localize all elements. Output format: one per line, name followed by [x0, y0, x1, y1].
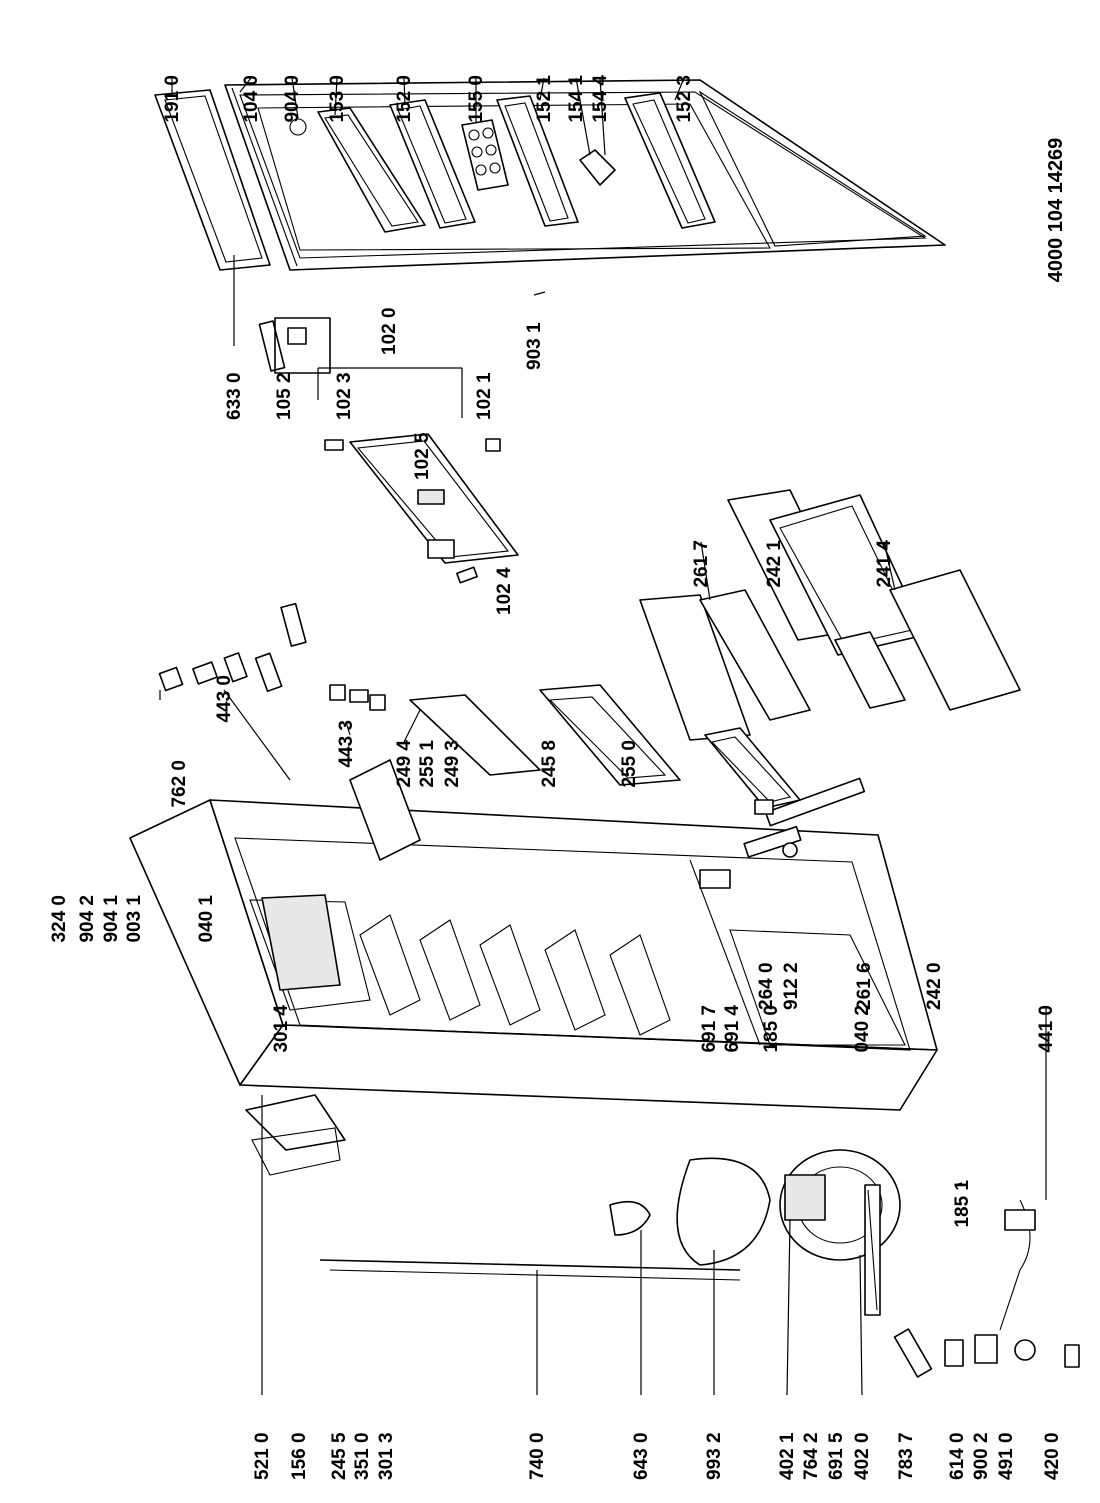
label-242-1: 242 1 [764, 540, 785, 588]
label-040-1: 040 1 [196, 895, 217, 943]
label-191-0: 191 0 [162, 75, 183, 123]
label-255-1: 255 1 [417, 740, 438, 788]
label-102-4: 102 4 [494, 567, 515, 615]
label-764-2: 764 2 [801, 1432, 822, 1480]
label-154-4: 154 4 [590, 75, 611, 123]
label-643-0: 643 0 [631, 1432, 652, 1480]
label-633-0: 633 0 [224, 372, 245, 420]
label-255-0: 255 0 [619, 740, 640, 788]
label-156-0: 156 0 [289, 1432, 310, 1480]
label-264-0: 264 0 [756, 962, 777, 1010]
label-152-3: 152 3 [674, 75, 695, 123]
label-402-0: 402 0 [852, 1432, 873, 1480]
cabinet-body [129, 777, 1080, 1378]
label-740-0: 740 0 [527, 1432, 548, 1480]
label-691-7: 691 7 [699, 1005, 720, 1053]
label-900-2: 900 2 [971, 1432, 992, 1480]
label-040-2: 040 2 [852, 1005, 873, 1053]
label-904-2: 904 2 [77, 895, 98, 943]
label-185-0: 185 0 [761, 1005, 782, 1053]
label-249-3: 249 3 [442, 740, 463, 788]
label-521-0: 521 0 [252, 1432, 273, 1480]
label-104-0: 104 0 [241, 75, 262, 123]
left-parts [158, 602, 421, 861]
label-993-2: 993 2 [704, 1432, 725, 1480]
crisper-assembly [699, 489, 1021, 858]
label-241-4: 241 4 [874, 540, 895, 588]
label-301-3: 301 3 [376, 1432, 397, 1480]
label-762-0: 762 0 [169, 760, 190, 808]
leader-lines [159, 77, 1047, 1396]
label-903-1: 903 1 [524, 322, 545, 370]
label-491-0: 491 0 [996, 1432, 1017, 1480]
label-102-0: 102 0 [379, 307, 400, 355]
label-153-0: 153 0 [327, 75, 348, 123]
label-152-1: 152 1 [534, 75, 555, 123]
label-102-5: 102 5 [412, 432, 433, 480]
label-614-0: 614 0 [947, 1432, 968, 1480]
label-443-0: 443 0 [214, 675, 235, 723]
label-351-0: 351 0 [352, 1432, 373, 1480]
label-420-0: 420 0 [1042, 1432, 1063, 1480]
label-691-5: 691 5 [826, 1432, 847, 1480]
label-691-4: 691 4 [722, 1005, 743, 1053]
label-324-0: 324 0 [49, 895, 70, 943]
label-245-8: 245 8 [539, 740, 560, 788]
label-185-1: 185 1 [952, 1180, 973, 1228]
label-102-1: 102 1 [474, 372, 495, 420]
label-912-2: 912 2 [781, 962, 802, 1010]
label-105-2: 105 2 [274, 372, 295, 420]
label-102-3: 102 3 [334, 372, 355, 420]
label-301-4: 301 4 [271, 1005, 292, 1053]
shelves [409, 594, 751, 786]
label-402-1: 402 1 [777, 1432, 798, 1480]
label-245-5: 245 5 [329, 1432, 350, 1480]
part-labels: 191 0 104 0 904 0 153 0 152 0 155 0 152 … [49, 75, 1067, 1480]
label-904-1: 904 1 [101, 895, 122, 943]
shelf-assembly [317, 367, 519, 584]
label-783-7: 783 7 [896, 1432, 917, 1480]
label-249-4: 249 4 [394, 740, 415, 788]
label-242-0: 242 0 [924, 962, 945, 1010]
document-number: 4000 104 14269 [1045, 138, 1067, 283]
label-443-3: 443 3 [336, 720, 357, 768]
door-assembly [154, 79, 946, 374]
label-904-0: 904 0 [282, 75, 303, 123]
label-003-1: 003 1 [124, 895, 145, 943]
label-261-6: 261 6 [854, 962, 875, 1010]
